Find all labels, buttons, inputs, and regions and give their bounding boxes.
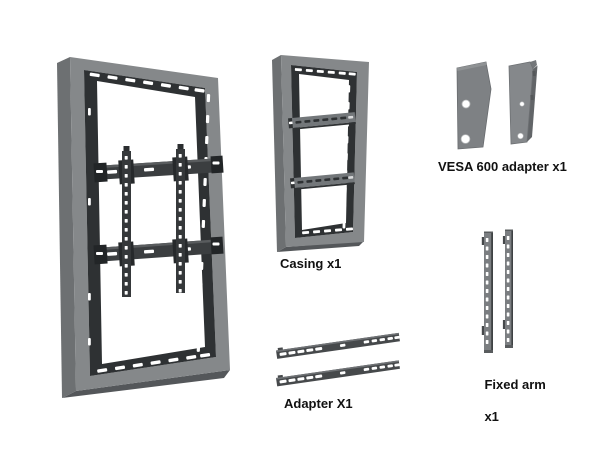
casing-illustration bbox=[272, 55, 369, 252]
casing-label: Casing x1 bbox=[280, 256, 342, 271]
vesa-adapter-illustration bbox=[456, 60, 538, 150]
fixed-arm-illustration bbox=[481, 229, 513, 353]
vesa-600-adapter-label: VESA 600 adapter x1 bbox=[438, 159, 567, 174]
main-casing-illustration bbox=[57, 57, 230, 398]
adapter-label: Adapter X1 bbox=[284, 396, 353, 411]
adapter-rails-illustration bbox=[276, 332, 401, 387]
fixed-arm-label-line2: x1 bbox=[484, 409, 499, 424]
fixed-arm-label: Fixed arm x1 bbox=[470, 361, 546, 441]
fixed-arm-label-line1: Fixed arm bbox=[484, 377, 546, 392]
